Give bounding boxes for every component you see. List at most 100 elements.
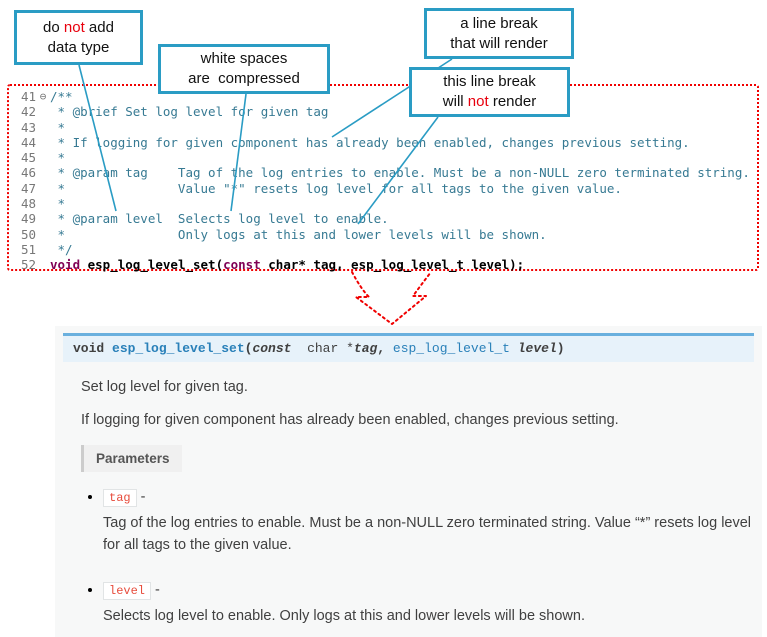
- code-line-48: 48 *: [14, 196, 750, 211]
- callout-text-line: are compressed: [188, 70, 300, 87]
- sig-type-esp-log-level-t: esp_log_level_t: [392, 341, 510, 356]
- code-comment: * Only logs at this and lower levels wil…: [50, 226, 547, 242]
- code-line-51: 51 */: [14, 242, 750, 257]
- fold-spacer: [36, 135, 50, 150]
- code-line-47: 47 * Value "*" resets log level for all …: [14, 181, 750, 196]
- line-number: 52: [20, 257, 36, 273]
- renders-to-arrow: [351, 271, 432, 325]
- callout-emphasis: not: [467, 93, 489, 110]
- brief-text: Set log level for given tag.: [81, 379, 248, 395]
- callout-text: add: [84, 18, 114, 36]
- parameter-description: Selects log level to enable. Only logs a…: [103, 607, 585, 624]
- callout-text-line: white spaces: [200, 50, 288, 68]
- code-line-52: 52 void esp_log_level_set(const char* tag…: [14, 257, 750, 272]
- line-number: 49: [20, 211, 36, 227]
- line-number: 41: [20, 89, 36, 104]
- sig-return-type: void: [73, 341, 113, 356]
- fold-spacer: [36, 196, 50, 211]
- callout-text-line: that will render: [450, 34, 548, 52]
- code-comment: *: [50, 150, 66, 166]
- callout-text: render: [488, 93, 537, 110]
- callout-text-line: a line break: [460, 14, 538, 32]
- declaration-rest: char* tag, esp_log_level_t level);: [260, 257, 525, 273]
- rendered-doc-panel: void esp_log_level_set(const char *tag, …: [55, 326, 762, 637]
- callout-text-line: do not add: [43, 18, 114, 38]
- code-line-45: 45 *: [14, 150, 750, 165]
- callout-text-line: data type: [47, 38, 110, 56]
- keyword-const: const: [223, 257, 261, 273]
- fold-minus-icon: ⊖: [39, 90, 47, 103]
- sig-const-keyword: const: [252, 341, 292, 356]
- code-comment: */: [50, 241, 73, 257]
- function-name: esp_log_level_set: [80, 257, 216, 273]
- callout-emphasis: not: [63, 18, 85, 36]
- line-number: 51: [20, 241, 36, 257]
- parameter-item-tag: tag- Tag of the log entries to enable. M…: [103, 488, 762, 557]
- sig-param-level: level: [517, 341, 557, 356]
- line-number: 50: [20, 226, 36, 242]
- code-comment: * Value "*" resets log level for all tag…: [50, 180, 622, 196]
- param-dash: -: [155, 581, 160, 598]
- callout-text-line: will not render: [443, 92, 536, 112]
- sig-param-tag: tag: [353, 341, 378, 356]
- punctuation: (: [215, 257, 224, 273]
- param-name-chip: tag: [103, 489, 137, 507]
- sig-function-name: esp_log_level_set: [112, 341, 245, 356]
- fold-spacer: [36, 104, 50, 119]
- parameter-item-level: level- Selects log level to enable. Only…: [103, 581, 762, 628]
- callout-text: do: [43, 18, 64, 36]
- line-number: 42: [20, 104, 36, 120]
- code-comment: /**: [50, 89, 73, 104]
- code-line-43: 43 *: [14, 120, 750, 135]
- parameter-description: Tag of the log entries to enable. Must b…: [103, 515, 752, 553]
- line-number: 46: [20, 165, 36, 181]
- code-line-46: 46 * @param tag Tag of the log entries t…: [14, 165, 750, 180]
- function-signature: void esp_log_level_set(const char *tag, …: [63, 333, 754, 362]
- param-dash: -: [140, 489, 146, 505]
- callout-no-datatype: do not add data type: [14, 10, 143, 65]
- sig-paren: (: [244, 341, 253, 356]
- code-comment: * @brief Set log level for given tag: [50, 104, 329, 120]
- source-code-box: 41⊖/** 42 * @brief Set log level for giv…: [7, 84, 759, 273]
- code-editor-text: 41⊖/** 42 * @brief Set log level for giv…: [14, 89, 750, 273]
- code-comment: * @param level Selects log level to enab…: [50, 211, 389, 227]
- callout-whitespace-compressed: white spaces are compressed: [158, 44, 330, 94]
- sig-paren: ): [556, 341, 565, 356]
- callout-text: will: [442, 93, 468, 110]
- line-number: 45: [20, 150, 36, 166]
- fold-spacer: [36, 150, 50, 165]
- sig-comma: ,: [377, 341, 393, 356]
- fold-spacer: [36, 120, 50, 135]
- line-number: 47: [20, 180, 36, 196]
- code-comment: * If logging for given component has alr…: [50, 134, 690, 150]
- fold-spacer: [36, 211, 50, 226]
- parameters-label: Parameters: [81, 445, 182, 472]
- description-text: If logging for given component has alrea…: [81, 412, 619, 428]
- line-number: 43: [20, 119, 36, 135]
- keyword-void: void: [50, 257, 81, 273]
- callout-text-line: this line break: [443, 73, 536, 91]
- line-number: 48: [20, 196, 36, 212]
- fold-spacer: [36, 181, 50, 196]
- param-name-chip: level: [103, 581, 152, 600]
- line-number: 44: [20, 134, 36, 150]
- code-line-49: 49 * @param level Selects log level to e…: [14, 211, 750, 226]
- code-line-42: 42 * @brief Set log level for given tag: [14, 104, 750, 119]
- callout-linebreak-renders: a line break that will render: [424, 8, 574, 59]
- parameter-head: level-: [103, 581, 762, 600]
- code-line-41: 41⊖/**: [14, 89, 750, 104]
- sig-type-char: char *: [291, 341, 354, 356]
- parameter-head: tag-: [103, 489, 762, 507]
- code-line-50: 50 * Only logs at this and lower levels …: [14, 227, 750, 242]
- parameters-list: tag- Tag of the log entries to enable. M…: [85, 488, 762, 627]
- code-comment: *: [50, 196, 66, 212]
- fold-spacer: [36, 242, 50, 257]
- code-line-44: 44 * If logging for given component has …: [14, 135, 750, 150]
- sig-space: [510, 341, 518, 356]
- fold-spacer: [36, 257, 50, 272]
- fold-spacer: [36, 165, 50, 180]
- callout-linebreak-no-render: this line break will not render: [409, 67, 570, 117]
- code-comment: * @param tag Tag of the log entries to e…: [50, 165, 750, 181]
- code-declaration: void esp_log_level_set(const char* tag, …: [50, 257, 524, 272]
- code-comment: *: [50, 119, 66, 135]
